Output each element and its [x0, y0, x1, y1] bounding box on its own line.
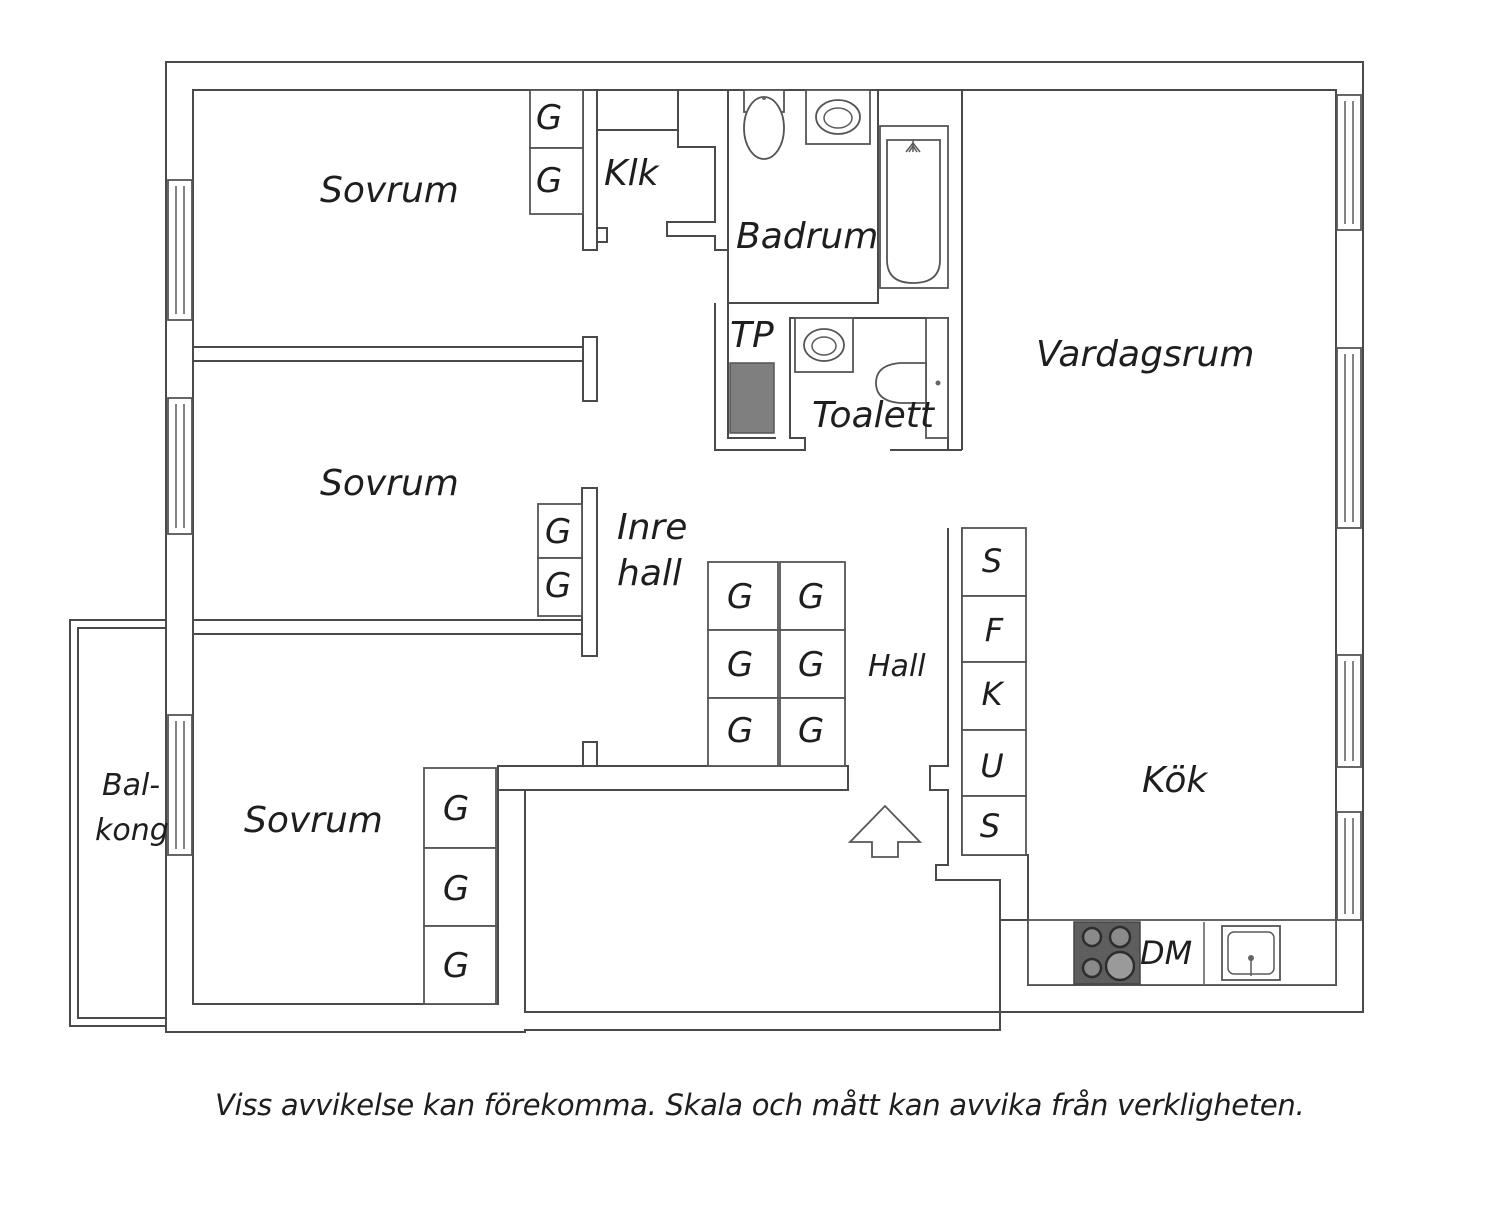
room-label-kok: Kök	[1142, 760, 1209, 801]
disclaimer-text: Viss avvikelse kan förekomma. Skala och …	[215, 1088, 1305, 1122]
room-label-vardagsrum: Vardagsrum	[1036, 334, 1254, 375]
balcony	[69, 619, 166, 1027]
wardrobe-label: G	[545, 512, 571, 552]
room-label-bedroom-1: Sovrum	[320, 170, 459, 211]
interior-walls	[192, 89, 1029, 1012]
room-label-inre: Inre	[617, 507, 687, 548]
room-label-bedroom-3: Sovrum	[244, 800, 383, 841]
room-label-badrum: Badrum	[736, 216, 878, 257]
room-label-balkong-2: kong	[95, 813, 169, 848]
wardrobe-label: G	[798, 711, 824, 751]
wardrobe-label: G	[443, 789, 469, 829]
bathroom-fixtures	[743, 89, 949, 289]
wardrobes	[423, 89, 846, 1005]
kitchen-unit-label: U	[980, 747, 1003, 785]
kitchen-unit-label: K	[982, 675, 1006, 713]
wardrobe-label: G	[536, 161, 562, 201]
entrance-arrow-icon	[847, 804, 923, 858]
wardrobe-label: G	[536, 98, 562, 138]
wardrobe-label: G	[545, 566, 571, 606]
kitchen-unit-label: S	[982, 542, 1002, 580]
wardrobe-label: G	[798, 645, 824, 685]
windows-right	[1336, 94, 1362, 921]
dishwasher-label: DM	[1140, 934, 1192, 972]
room-label-toalett: Toalett	[812, 395, 936, 436]
wardrobe-label: G	[443, 869, 469, 909]
toilet-fixtures	[729, 317, 949, 439]
kitchen-units	[961, 527, 1027, 856]
kitchen-counter	[1027, 919, 1337, 986]
room-label-tp: TP	[730, 315, 774, 356]
room-label-balkong-1: Bal-	[102, 768, 160, 803]
kitchen-unit-label: F	[985, 611, 1004, 649]
wardrobe-label: G	[443, 946, 469, 986]
room-label-klk: Klk	[604, 153, 661, 194]
wardrobe-label: G	[727, 645, 753, 685]
room-label-bedroom-2: Sovrum	[320, 463, 459, 504]
wardrobe-label: G	[798, 577, 824, 617]
windows-left	[167, 179, 193, 856]
wardrobe-label: G	[727, 577, 753, 617]
room-label-hall: Hall	[868, 649, 926, 684]
room-label-hall-inner: hall	[617, 553, 682, 594]
kitchen-unit-label: S	[980, 807, 1000, 845]
wardrobe-label: G	[727, 711, 753, 751]
